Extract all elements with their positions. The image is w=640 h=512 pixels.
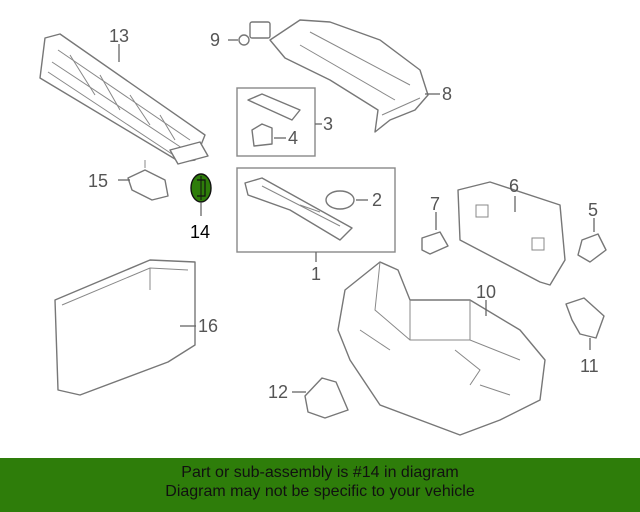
callout-6: 6 [509,176,519,196]
callout-9: 9 [210,30,220,50]
part-6-lid-trim[interactable] [457,181,566,286]
part-16-side-panel[interactable] [54,259,196,396]
part-12-bracket[interactable] [304,377,349,419]
part-3-cover[interactable] [247,93,301,121]
callout-3: 3 [323,114,333,134]
part-10-trunk-tub[interactable] [337,261,546,436]
part-13-wind-deflector[interactable] [39,33,209,165]
part-4-clip[interactable] [251,123,273,147]
callout-8: 8 [442,84,452,104]
callout-15: 15 [88,171,108,191]
callout-4: 4 [288,128,298,148]
callout-7: 7 [430,194,440,214]
callout-11: 11 [580,356,599,376]
part-9-sensor[interactable] [238,21,271,46]
part-5-cover[interactable] [577,233,607,263]
callout-16: 16 [198,316,218,336]
callout-2: 2 [372,190,382,210]
info-banner: Part or sub-assembly is #14 in diagram D… [0,458,640,512]
callout-12: 12 [268,382,288,402]
group-box-3 [236,87,316,157]
part-11-bracket[interactable] [565,297,605,339]
part-2-cap[interactable] [325,190,355,210]
banner-line-2: Diagram may not be specific to your vehi… [165,483,475,500]
callout-5: 5 [588,200,598,220]
part-7-block[interactable] [421,231,449,255]
callout-13: 13 [109,26,129,46]
part-14-highlighted[interactable] [190,173,212,203]
part-8-package-trim[interactable] [269,19,429,133]
callout-1: 1 [311,264,321,284]
callout-10: 10 [476,282,496,302]
part-1-panel[interactable] [244,177,353,241]
banner-line-1: Part or sub-assembly is #14 in diagram [181,464,459,481]
parts-diagram: 13 9 8 4 3 15 [39,19,607,436]
callout-14: 14 [190,222,210,242]
part-15-bracket[interactable] [127,160,169,201]
